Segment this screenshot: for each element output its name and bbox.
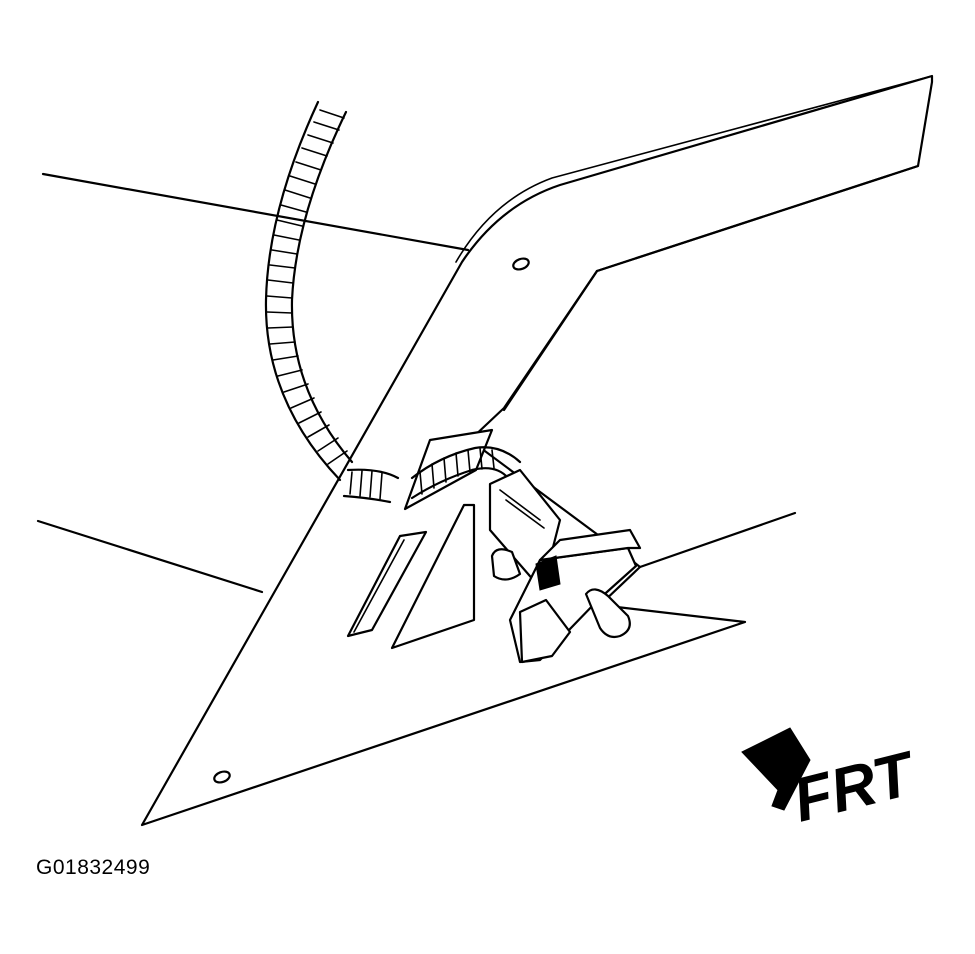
wiring-harness-conduit	[264, 100, 354, 482]
mounting-bracket	[140, 74, 934, 827]
figure-id: G01832499	[36, 856, 151, 879]
body-panel-lines	[36, 172, 797, 594]
wiring-harness-through-bracket	[342, 446, 522, 504]
front-direction-arrow-icon	[741, 727, 811, 811]
direction-label: FRT	[787, 739, 925, 836]
door-jamb-switch	[488, 468, 642, 664]
front-direction-indicator: FRT	[741, 727, 925, 836]
